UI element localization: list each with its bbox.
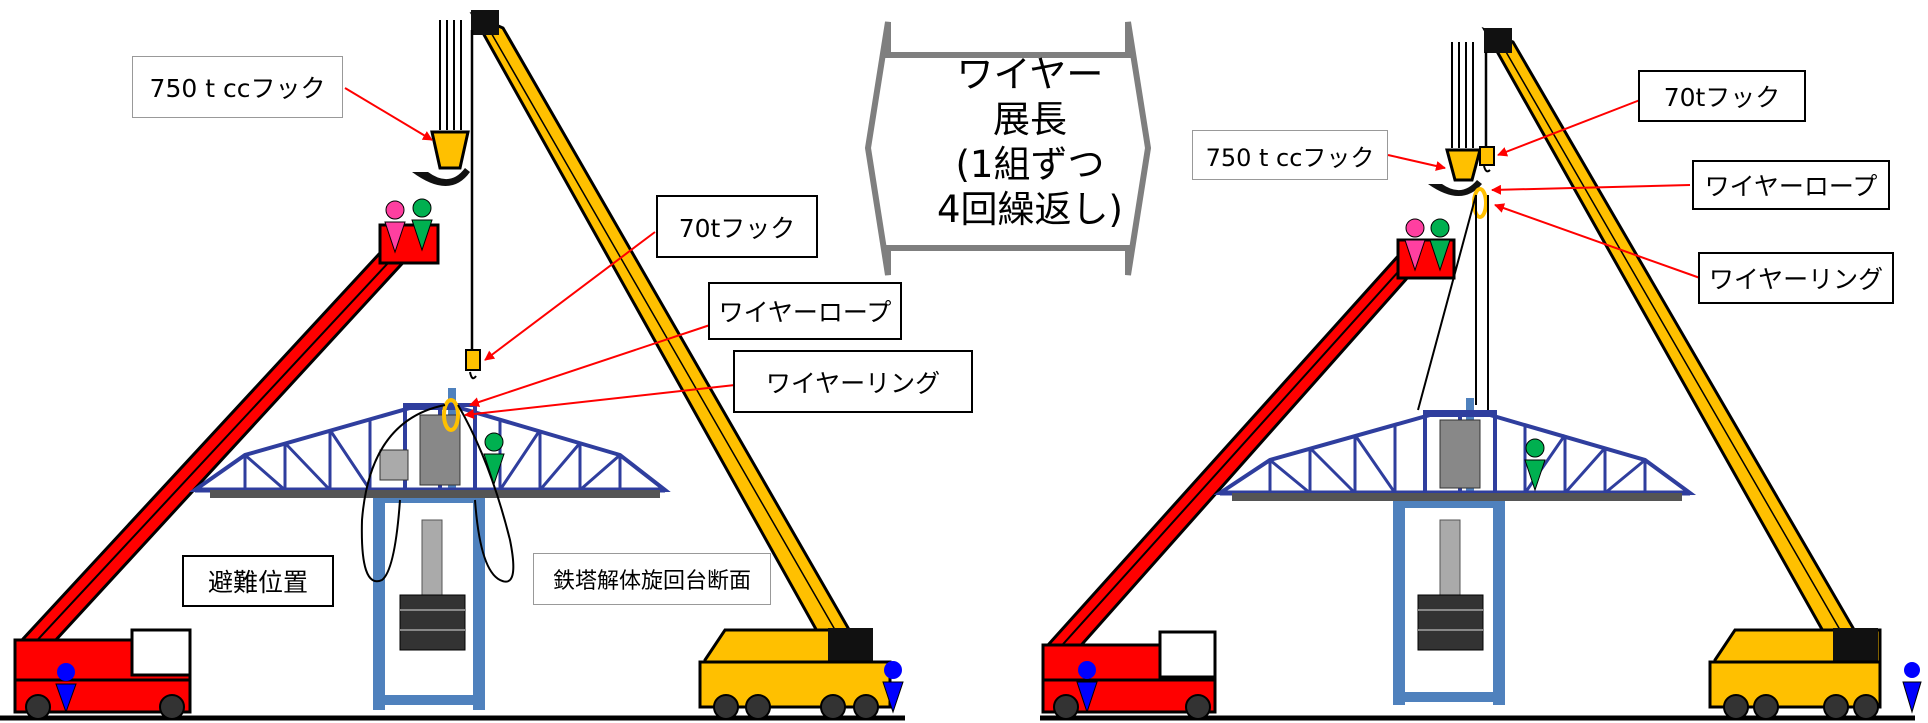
worker-green-basket-left	[411, 198, 433, 252]
callout-hook-750-right: 750 t ccフック	[1192, 130, 1388, 180]
worker-blue-crane-right	[1902, 662, 1922, 714]
aerial-work-platform-right	[1041, 238, 1456, 720]
aerial-truck-cab	[130, 628, 192, 677]
wire-rope-loop-left	[360, 404, 446, 583]
wheel	[1185, 694, 1211, 720]
hook-70-left	[465, 349, 481, 371]
callout-tower-section: 鉄塔解体旋回台断面	[533, 553, 771, 605]
worker-blue-truck-right	[1076, 661, 1098, 714]
callout-hook-70-right: 70tフック	[1638, 70, 1806, 122]
wheel	[853, 694, 879, 720]
callout-evacuation-position: 避難位置	[182, 555, 334, 607]
crane-boom-tip	[471, 10, 499, 35]
wire-extension-text: ワイヤー 展長 (1組ずつ 4回繰返し)	[930, 52, 1130, 232]
yellow-crane-left	[469, 10, 892, 720]
left-scene	[13, 10, 904, 720]
wheel	[745, 694, 771, 720]
crane-cab	[828, 628, 873, 666]
callout-wire-rope-right: ワイヤーロープ	[1692, 160, 1890, 210]
worker-blue-crane-left	[882, 661, 904, 714]
hook-70-right	[1479, 146, 1495, 166]
wheel	[159, 694, 185, 720]
worker-green-basket-right	[1429, 218, 1451, 272]
wheel	[1753, 694, 1779, 720]
callout-wire-ring-left: ワイヤーリング	[733, 350, 973, 413]
callout-wire-rope-left: ワイヤーロープ	[708, 282, 902, 340]
callout-hook-70-left: 70tフック	[656, 195, 818, 258]
truss-right	[1213, 410, 1697, 501]
wheel	[1823, 694, 1849, 720]
right-scene	[1041, 26, 1922, 720]
wire-extension-line4: 4回繰返し)	[937, 188, 1123, 231]
wheel	[1053, 694, 1079, 720]
worker-pink-basket-right	[1404, 218, 1426, 272]
hook-750-right	[1428, 42, 1482, 196]
hook-750-left	[412, 20, 470, 186]
wire-extension-line1: ワイヤー	[956, 53, 1104, 96]
wire-ring-left	[442, 398, 460, 432]
double-arrow-icon	[864, 21, 1152, 276]
wheel	[820, 694, 846, 720]
wheel	[1723, 694, 1749, 720]
wheel	[25, 694, 51, 720]
wire-extension-line2: 展長	[993, 98, 1067, 141]
worker-pink-basket-left	[384, 200, 406, 254]
callout-hook-750-left: 750 t ccフック	[132, 56, 343, 118]
yellow-crane-right	[1481, 26, 1882, 720]
tower-column-left	[373, 388, 485, 710]
truss-left	[188, 403, 671, 498]
worker-green-platform-left	[483, 432, 505, 486]
callout-wire-ring-right: ワイヤーリング	[1698, 252, 1894, 304]
wire-extension-line3: (1組ずつ	[955, 143, 1105, 186]
worker-green-platform-right	[1524, 438, 1546, 492]
wheel	[1853, 694, 1879, 720]
worker-blue-truck-left	[55, 663, 77, 714]
wheel	[713, 694, 739, 720]
